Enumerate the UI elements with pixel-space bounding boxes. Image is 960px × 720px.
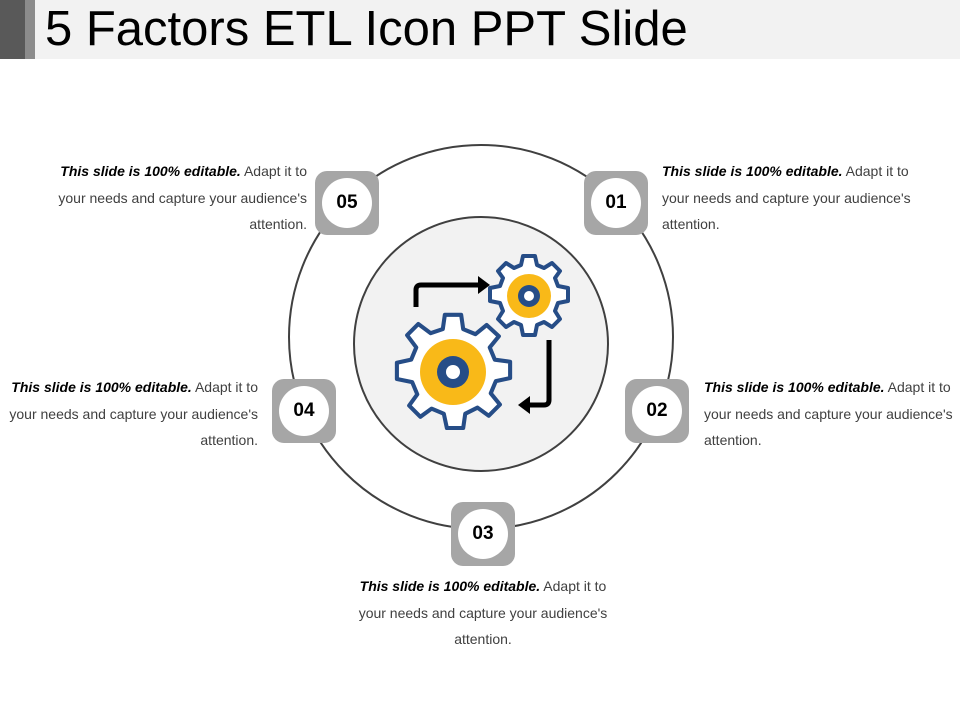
factor-body: Adapt it to your needs and capture your … — [58, 163, 307, 232]
factor-bold: This slide is 100% editable. — [704, 379, 885, 395]
factor-bold: This slide is 100% editable. — [11, 379, 192, 395]
factor-number: 01 — [591, 178, 641, 228]
factor-badge-02: 02 — [625, 379, 689, 443]
factor-bold: This slide is 100% editable. — [359, 578, 541, 594]
factor-body: Adapt it to your needs and capture your … — [9, 379, 258, 448]
factor-number: 05 — [322, 178, 372, 228]
factor-text-01: This slide is 100% editable. Adapt it to… — [662, 158, 912, 238]
slide-title: 5 Factors ETL Icon PPT Slide — [45, 2, 688, 56]
factor-badge-04: 04 — [272, 379, 336, 443]
factor-text-05: This slide is 100% editable. Adapt it to… — [57, 158, 307, 238]
title-accent-light — [25, 0, 35, 59]
factor-text-03: This slide is 100% editable. Adapt it to… — [358, 573, 608, 653]
factor-number: 03 — [458, 509, 508, 559]
factor-body: Adapt it to your needs and capture your … — [358, 578, 608, 647]
factor-number: 04 — [279, 386, 329, 436]
factor-body: Adapt it to your needs and capture your … — [704, 379, 953, 448]
factor-badge-05: 05 — [315, 171, 379, 235]
factor-badge-01: 01 — [584, 171, 648, 235]
title-bar: 5 Factors ETL Icon PPT Slide — [0, 0, 960, 59]
factor-bold: This slide is 100% editable. — [662, 163, 843, 179]
etl-gears-icon — [394, 254, 570, 431]
factor-text-04: This slide is 100% editable. Adapt it to… — [8, 374, 258, 454]
factor-bold: This slide is 100% editable. — [60, 163, 241, 179]
factor-body: Adapt it to your needs and capture your … — [662, 163, 911, 232]
factor-badge-03: 03 — [451, 502, 515, 566]
factor-number: 02 — [632, 386, 682, 436]
factor-text-02: This slide is 100% editable. Adapt it to… — [704, 374, 954, 454]
title-accent-dark — [0, 0, 25, 59]
